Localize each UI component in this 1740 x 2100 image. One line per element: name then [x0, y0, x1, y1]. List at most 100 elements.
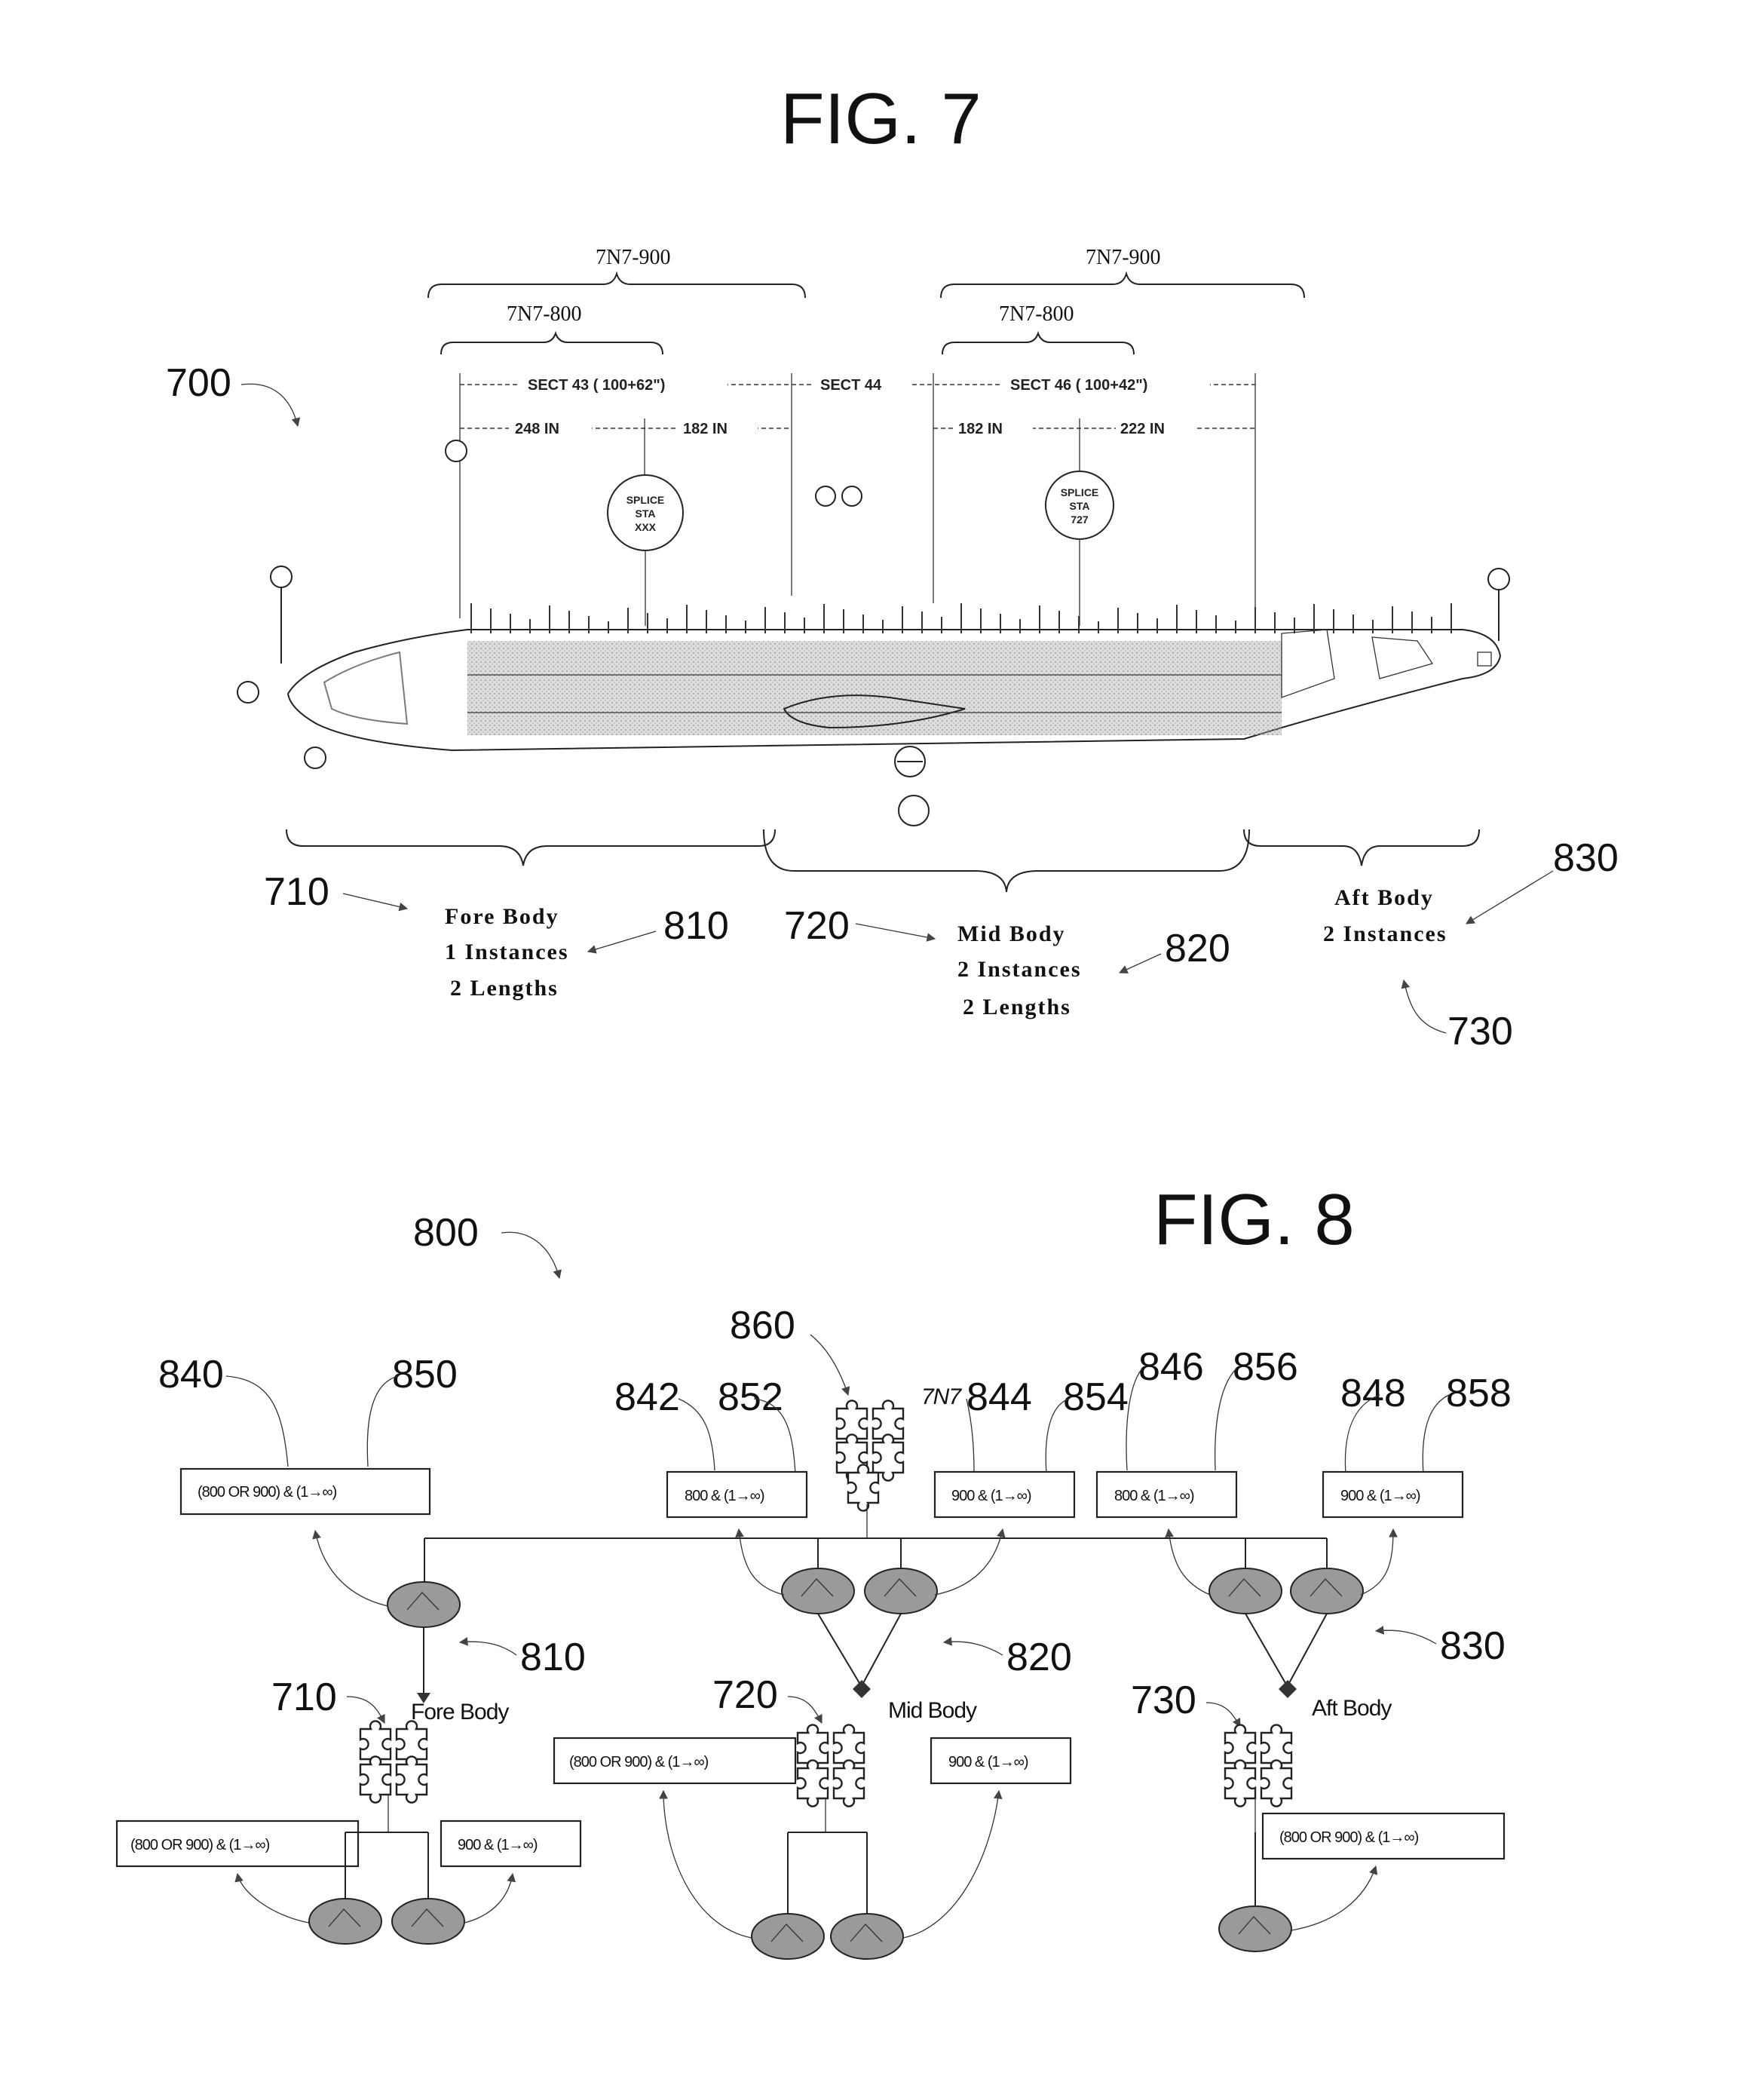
- box-fore-800or900: (800 OR 900) & (1→∞): [117, 1821, 358, 1866]
- alt-ellipse-820a: [782, 1568, 854, 1614]
- splice-right-l2: STA: [1070, 500, 1090, 512]
- box-844: 900 & (1→∞): [935, 1472, 1074, 1517]
- fore-body-l1: Fore Body: [445, 904, 559, 929]
- box-848: 900 & (1→∞): [1323, 1472, 1463, 1517]
- brace-aft: [1244, 829, 1479, 866]
- brace-800-right: [942, 333, 1134, 354]
- box-aft-800or900: (800 OR 900) & (1→∞): [1263, 1813, 1504, 1859]
- brace-label-900-right: 7N7-900: [1086, 246, 1161, 269]
- ref-710-fig8-arrow: [347, 1697, 384, 1723]
- ref-846: 846: [1138, 1345, 1204, 1389]
- splice-left-l2: STA: [636, 507, 656, 520]
- box-842: 800 & (1→∞): [667, 1472, 807, 1517]
- brace-mid: [764, 829, 1249, 892]
- box-fore-900-text: 900 & (1→∞): [458, 1837, 538, 1853]
- ref-810-fig8-arrow: [460, 1642, 516, 1655]
- box-mid-900-text: 900 & (1→∞): [948, 1754, 1028, 1770]
- ref-700-leader: [241, 384, 298, 426]
- splice-right-l3: 727: [1071, 514, 1089, 526]
- ref-842: 842: [614, 1375, 680, 1419]
- dim-248: 248 IN: [515, 421, 559, 437]
- sect46-label: SECT 46 ( 100+42"): [1010, 377, 1147, 394]
- fig8-title: FIG. 8: [1153, 1179, 1355, 1260]
- ref-830-fig8-arrow: [1376, 1630, 1436, 1644]
- alt-ellipse-830a: [1209, 1568, 1282, 1614]
- box-842-text: 800 & (1→∞): [685, 1488, 764, 1504]
- mid-body-l2: 2 Instances: [957, 957, 1082, 982]
- brace-fore: [286, 829, 775, 866]
- fig8-ref-860: 860: [730, 1304, 795, 1347]
- alt-ellipse-810: [388, 1582, 460, 1627]
- fig7-ref-710: 710: [264, 870, 329, 914]
- ref-730-fig8-arrow: [1206, 1703, 1240, 1727]
- alt-ellipse-830b: [1291, 1568, 1363, 1614]
- puzzle-mid-icon: [798, 1724, 864, 1832]
- ref-840: 840: [158, 1353, 224, 1396]
- fig7-ref-720: 720: [784, 904, 850, 948]
- ref-710-fig8: 710: [271, 1675, 337, 1719]
- node-label-aft: Aft Body: [1312, 1696, 1392, 1721]
- fig7-ref-700: 700: [166, 361, 231, 405]
- ref-858: 858: [1446, 1372, 1512, 1415]
- alt-ellipse-mid-b: [831, 1914, 903, 1959]
- fore-body-l3: 2 Lengths: [450, 976, 559, 1001]
- brace-label-800-left: 7N7-800: [507, 302, 582, 326]
- ref-820-fig8: 820: [1006, 1636, 1072, 1679]
- puzzle-fore-icon: [360, 1721, 427, 1832]
- ref-710-arrow: [343, 894, 407, 909]
- label-7n7: 7N7: [921, 1384, 962, 1409]
- box-846: 800 & (1→∞): [1097, 1472, 1236, 1517]
- sect44-label: SECT 44: [820, 377, 882, 394]
- dim-182a: 182 IN: [683, 421, 728, 437]
- ref-848: 848: [1340, 1372, 1406, 1415]
- puzzle-7n7-icon: [837, 1400, 903, 1538]
- box-mid-800or900: (800 OR 900) & (1→∞): [554, 1738, 795, 1783]
- node-label-mid: Mid Body: [888, 1698, 977, 1723]
- dim-182b: 182 IN: [958, 421, 1003, 437]
- ref-820-fig8-arrow: [944, 1642, 1003, 1655]
- ref-810-fig8: 810: [520, 1636, 586, 1679]
- aft-body-l2: 2 Instances: [1323, 921, 1447, 946]
- diamond-aft: [1279, 1680, 1297, 1698]
- alt-ellipse-aft: [1219, 1906, 1291, 1951]
- box-848-text: 900 & (1→∞): [1340, 1488, 1420, 1504]
- alt-ellipse-fore-b: [392, 1899, 464, 1944]
- ref-720-fig8: 720: [712, 1673, 778, 1717]
- ref-720-arrow: [856, 924, 935, 939]
- brace-900-left: [428, 274, 805, 298]
- box-840-text: (800 OR 900) & (1→∞): [198, 1484, 337, 1501]
- fig7-title: FIG. 7: [780, 78, 982, 159]
- box-846-text: 800 & (1→∞): [1114, 1488, 1194, 1504]
- diamond-mid: [853, 1680, 871, 1698]
- ref-854: 854: [1063, 1375, 1129, 1419]
- ref-800-arrow: [501, 1232, 559, 1278]
- ref-844: 844: [966, 1375, 1032, 1419]
- fig8-ref-800: 800: [413, 1211, 479, 1255]
- mid-body-l1: Mid Body: [957, 921, 1066, 946]
- brace-label-800-right: 7N7-800: [999, 302, 1074, 326]
- fuselage-drawing: [288, 630, 1500, 750]
- dim-222: 222 IN: [1120, 421, 1165, 437]
- box-aft-800or900-text: (800 OR 900) & (1→∞): [1279, 1829, 1419, 1846]
- splice-left-l1: SPLICE: [626, 494, 665, 506]
- brace-label-900-left: 7N7-900: [596, 246, 671, 269]
- alt-ellipse-820b: [865, 1568, 937, 1614]
- box-fore-800or900-text: (800 OR 900) & (1→∞): [130, 1837, 270, 1853]
- box-840: (800 OR 900) & (1→∞): [181, 1469, 430, 1514]
- sect43-label: SECT 43 ( 100+62"): [528, 377, 665, 394]
- ref-730-arrow: [1404, 980, 1446, 1033]
- brace-800-left: [441, 333, 663, 354]
- splice-right-l1: SPLICE: [1061, 486, 1099, 498]
- station-markers: [237, 440, 1509, 826]
- node-label-fore: Fore Body: [411, 1700, 509, 1724]
- ref-856: 856: [1233, 1345, 1298, 1389]
- mid-body-l3: 2 Lengths: [963, 995, 1071, 1019]
- brace-900-right: [941, 274, 1304, 298]
- alt-ellipse-mid-a: [752, 1914, 824, 1959]
- ref-720-fig8-arrow: [788, 1697, 822, 1723]
- fig7-ref-810: 810: [663, 904, 729, 948]
- box-844-text: 900 & (1→∞): [951, 1488, 1031, 1504]
- ref-810-arrow: [588, 931, 656, 952]
- fore-body-l2: 1 Instances: [445, 940, 569, 964]
